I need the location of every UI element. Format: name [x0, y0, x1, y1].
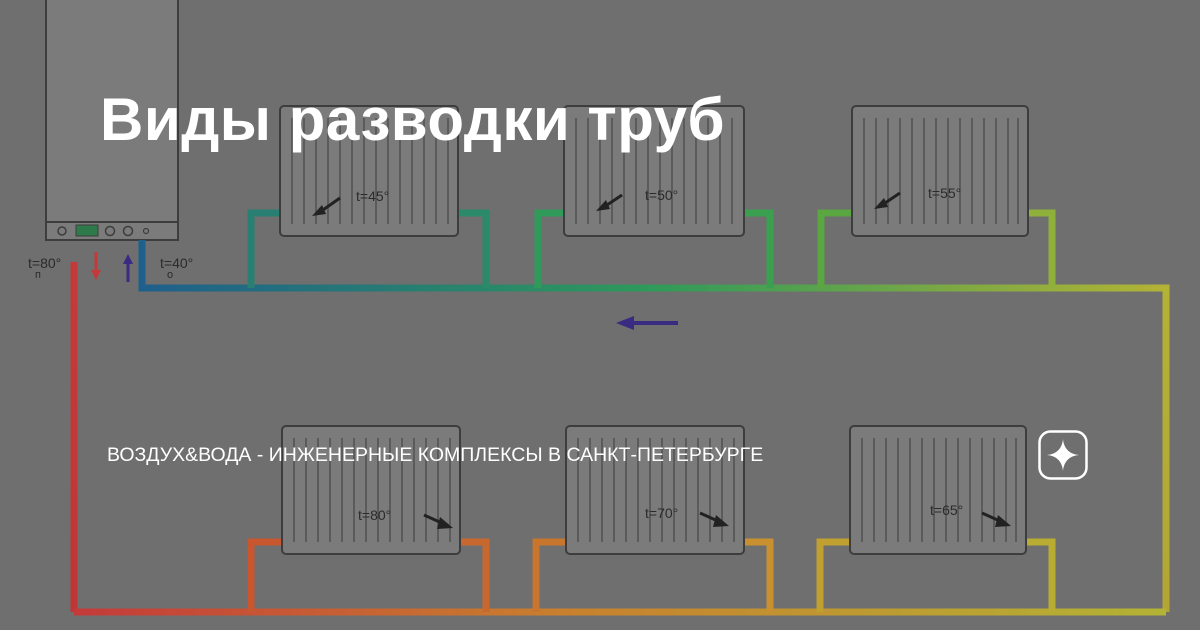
- boiler-power-icon: [57, 226, 67, 236]
- flow-direction-arrow-icon: [616, 316, 678, 330]
- radiator-top-1-temp: t=45°: [356, 188, 389, 204]
- radiator-top-1: [279, 105, 459, 237]
- supply-temp-sub: п: [35, 269, 41, 281]
- radiator-bottom-1: [281, 425, 461, 555]
- return-temp-sub: о: [167, 269, 173, 281]
- radiator-top-2: [563, 105, 745, 237]
- boiler-display: [75, 224, 99, 237]
- radiator-bottom-2-temp: t=70°: [645, 505, 678, 521]
- boiler-thermostat-icon: [122, 225, 134, 237]
- return-main-pipe: [138, 209, 1170, 612]
- radiator-bottom-2: [565, 425, 745, 555]
- channel-name: ВОЗДУХ&ВОДА - ИНЖЕНЕРНЫЕ КОМПЛЕКСЫ В САН…: [107, 444, 764, 466]
- supply-main-pipe: [70, 262, 1166, 616]
- radiator-top-3-temp: t=55°: [928, 185, 961, 201]
- return-temp-label: t=40°: [160, 255, 193, 271]
- supply-temp-label: t=80°: [28, 255, 61, 271]
- boiler-knob-icon: [104, 225, 116, 237]
- zen-star-icon: [1038, 430, 1088, 480]
- boiler-indicator-icon: [142, 227, 150, 235]
- radiator-bottom-1-temp: t=80°: [358, 507, 391, 523]
- boiler: [45, 0, 179, 282]
- radiator-bottom-3-temp: t=65°: [930, 502, 963, 518]
- radiator-top-3: [851, 105, 1029, 237]
- radiator-top-2-temp: t=50°: [645, 187, 678, 203]
- radiator-bottom-3: [849, 425, 1027, 555]
- page-title: Виды разводки труб: [100, 86, 726, 153]
